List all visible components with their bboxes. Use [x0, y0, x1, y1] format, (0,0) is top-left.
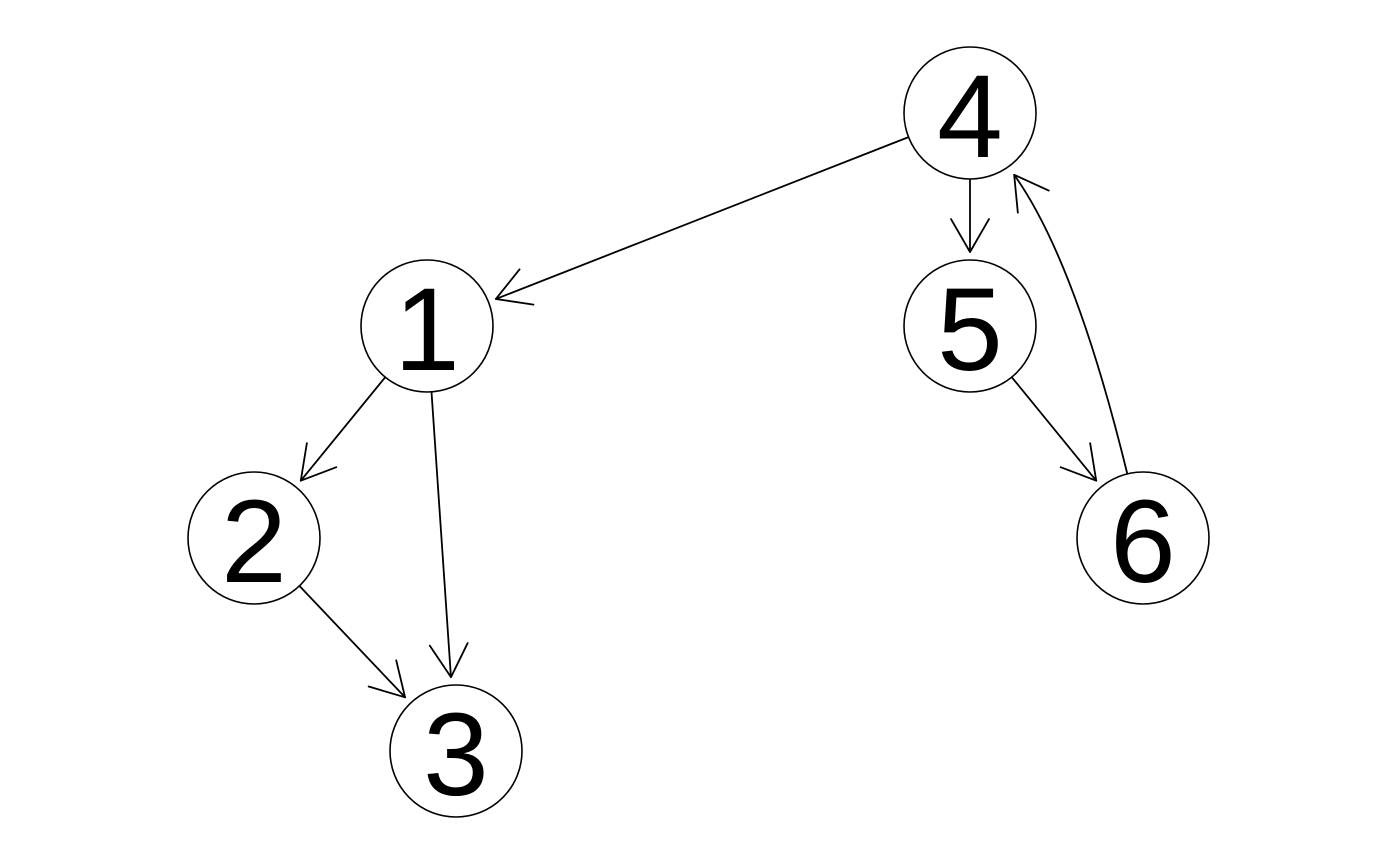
- node-label: 4: [937, 51, 1003, 183]
- node-label: 3: [423, 689, 489, 821]
- edge-line: [299, 376, 387, 482]
- arrow-head: [494, 268, 535, 306]
- node-3: 3: [389, 684, 523, 821]
- node-1: 1: [360, 259, 494, 396]
- node-6: 6: [1076, 471, 1210, 608]
- node-circle: [389, 684, 523, 818]
- node-circle: [1076, 471, 1210, 605]
- node-label: 5: [937, 264, 1003, 396]
- edge-line: [430, 390, 452, 679]
- edge-5-to-6: [1010, 376, 1098, 482]
- node-5: 5: [903, 259, 1037, 396]
- edge-line: [494, 136, 910, 300]
- node-label: 6: [1110, 476, 1176, 608]
- edge-line: [1010, 376, 1098, 482]
- edge-1-to-3: [428, 390, 469, 679]
- edges-layer: [298, 136, 1129, 699]
- node-4: 4: [903, 46, 1037, 183]
- node-label: 1: [394, 264, 460, 396]
- arrow-head: [950, 218, 990, 253]
- arrow-head: [299, 442, 338, 482]
- edge-4-to-5: [950, 178, 990, 253]
- edge-line: [298, 584, 406, 699]
- node-label: 2: [221, 476, 287, 608]
- arrow-head: [1059, 442, 1098, 482]
- node-2: 2: [187, 471, 321, 608]
- arrow-head: [367, 659, 406, 699]
- arrow-head: [428, 642, 469, 679]
- edge-line: [1013, 173, 1129, 475]
- node-circle: [903, 46, 1037, 180]
- edge-4-to-1: [494, 136, 910, 306]
- node-circle: [903, 259, 1037, 393]
- edge-6-to-4: [1013, 173, 1129, 475]
- edge-1-to-2: [299, 376, 387, 482]
- arrow-head: [1013, 173, 1050, 214]
- node-circle: [360, 259, 494, 393]
- edge-2-to-3: [298, 584, 406, 699]
- node-circle: [187, 471, 321, 605]
